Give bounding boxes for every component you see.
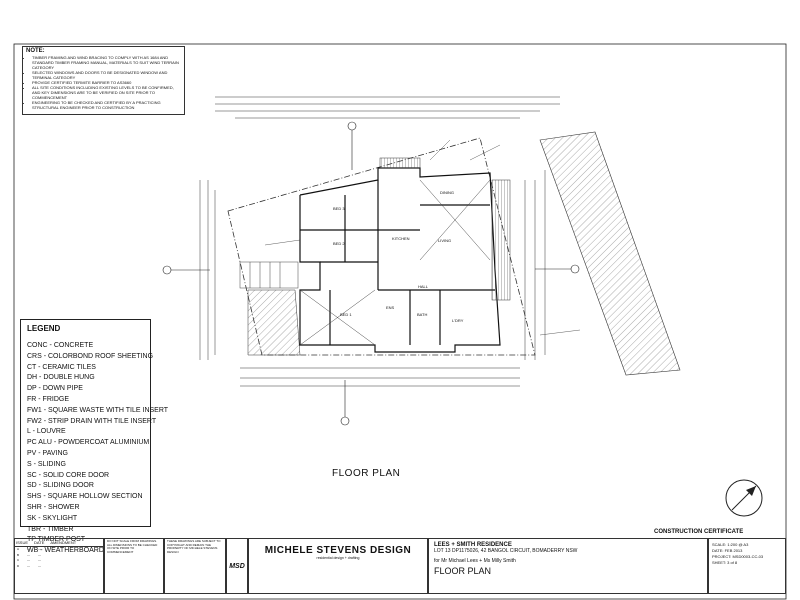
room-label-hall: HALL <box>418 284 429 289</box>
drawing-title: FLOOR PLAN <box>332 468 401 479</box>
room-label-living: LIVING <box>438 238 452 243</box>
project-address: LOT 13 DP1175026, 42 BANGOL CIRCUIT, BOM… <box>434 548 578 554</box>
deck-north <box>379 157 421 169</box>
notes-list: TIMBER FRAMING AND WIND BRACING TO COMPL… <box>26 55 181 110</box>
scale-value: SCALE: 1:200 @ A3 <box>712 542 749 547</box>
title-block: ISSUE DATE AMENDMENT A --- --- B --- ---… <box>14 538 786 594</box>
sheet-border <box>13 43 787 600</box>
table-row: D --- --- <box>17 563 42 568</box>
rev-header-amendment: AMENDMENT <box>50 540 77 545</box>
legend-item: FW1 - SQUARE WASTE WITH TILE INSERT <box>27 406 169 414</box>
company-cell: MICHELE STEVENS DESIGN residential desig… <box>248 538 428 594</box>
legend-item: S - SLIDING <box>27 460 66 468</box>
room-label-dining: DINING <box>440 190 454 195</box>
project-client: for Mr Michael Lees + Ms Milly Smith <box>434 558 516 564</box>
room-label-ens: ENS <box>386 305 395 310</box>
disclaimer-2: THESE DRAWINGS ARE SUBJECT TO COPYRIGHT … <box>164 538 226 594</box>
sheet-number: SHEET: 3 of 8 <box>712 560 738 565</box>
logo-cell: MSD <box>226 538 248 594</box>
date-value: DATE: FEB 2013 <box>712 548 743 553</box>
table-row: A --- --- <box>17 547 42 551</box>
driveway-hatch <box>539 131 681 376</box>
leader-lines <box>264 139 581 336</box>
legend-item: L - LOUVRE <box>27 428 66 436</box>
room-label-bath: BATH <box>417 312 428 317</box>
project-title: LEES + SMITH RESIDENCE <box>434 542 512 548</box>
grid-markers <box>162 121 580 426</box>
note-item: ALL SITE CONDITIONS INCLUDING EXISTING L… <box>32 85 181 100</box>
legend-item: SHR - SHOWER <box>27 503 80 511</box>
note-item: PROVIDE CERTIFIED TERMITE BARRIER TO AS3… <box>32 80 181 85</box>
project-number: PROJECT: MSD0003-CC-03 <box>712 554 764 559</box>
table-row: C --- --- <box>17 558 42 563</box>
legend-item: PC ALU - POWDERCOAT ALUMINIUM <box>27 439 150 447</box>
legend-item: CRS - COLORBOND ROOF SHEETING <box>27 352 154 360</box>
sheet-name: FLOOR PLAN <box>434 566 492 576</box>
legend-item: FW2 - STRIP DRAIN WITH TILE INSERT <box>27 417 157 425</box>
deck-east <box>491 179 511 301</box>
rev-header-date: DATE <box>34 540 45 545</box>
north-arrow-icon <box>725 479 763 517</box>
legend-item: TP TIMBER POST <box>27 536 86 544</box>
company-tagline: residential design + drafting <box>316 556 360 560</box>
roof-lines <box>299 179 491 346</box>
legend-item: PV - PAVING <box>27 449 68 457</box>
disclaimer-1: DO NOT SCALE FROM DRAWINGS. ALL DIMENSIO… <box>104 538 164 594</box>
legend-item: SK - SKYLIGHT <box>27 514 78 522</box>
company-name: MICHELE STEVENS DESIGN <box>264 545 412 556</box>
sheet-meta: SCALE: 1:200 @ A3 DATE: FEB 2013 PROJECT… <box>708 538 786 594</box>
house-walls <box>299 167 501 353</box>
legend-item: SC - SOLID CORE DOOR <box>27 471 110 479</box>
room-label-laundry: L'DRY <box>452 318 464 323</box>
legend-item: DH - DOUBLE HUNG <box>27 374 95 382</box>
notes-title: NOTE: <box>26 48 45 54</box>
legend-item: DP - DOWN PIPE <box>27 385 83 393</box>
note-item: ENGINEERING TO BE CHECKED AND CERTIFIED … <box>32 100 181 110</box>
table-row: B --- --- <box>17 552 42 557</box>
legend-item: CT - CERAMIC TILES <box>27 363 96 371</box>
legend-title: LEGEND <box>27 324 61 333</box>
legend-item: TBR - TIMBER <box>27 525 74 533</box>
legend-item: SD - SLIDING DOOR <box>27 482 94 490</box>
dimension-lines <box>199 96 560 387</box>
revision-table: ISSUE DATE AMENDMENT A --- --- B --- ---… <box>14 538 104 594</box>
room-label-bed2: BED 2 <box>333 241 345 246</box>
legend-item: CONC - CONCRETE <box>27 342 94 349</box>
room-label-bed1: BED 1 <box>340 312 352 317</box>
room-label-bed3: BED 3 <box>333 206 345 211</box>
legend-item: FR - FRIDGE <box>27 395 69 403</box>
note-item: SELECTED WINDOWS AND DOORS TO BE DESIGNA… <box>32 70 181 80</box>
legend-item: WB - WEATHERBOARD <box>27 547 104 555</box>
paving-steps <box>239 261 299 289</box>
note-item: TIMBER FRAMING AND WIND BRACING TO COMPL… <box>32 55 181 70</box>
garage-hatch <box>247 289 301 356</box>
msd-logo: MSD <box>229 562 245 570</box>
legend: LEGEND CONC - CONCRETE CRS - COLORBOND R… <box>20 319 169 554</box>
project-cell: LEES + SMITH RESIDENCE LOT 13 DP1175026,… <box>428 538 708 594</box>
general-notes: NOTE: TIMBER FRAMING AND WIND BRACING TO… <box>22 46 185 115</box>
room-label-kitchen: KITCHEN <box>392 236 410 241</box>
rev-header-issue: ISSUE <box>16 540 29 545</box>
legend-item: SHS - SQUARE HOLLOW SECTION <box>27 493 143 501</box>
construction-certificate-label: CONSTRUCTION CERTIFICATE <box>654 529 744 535</box>
